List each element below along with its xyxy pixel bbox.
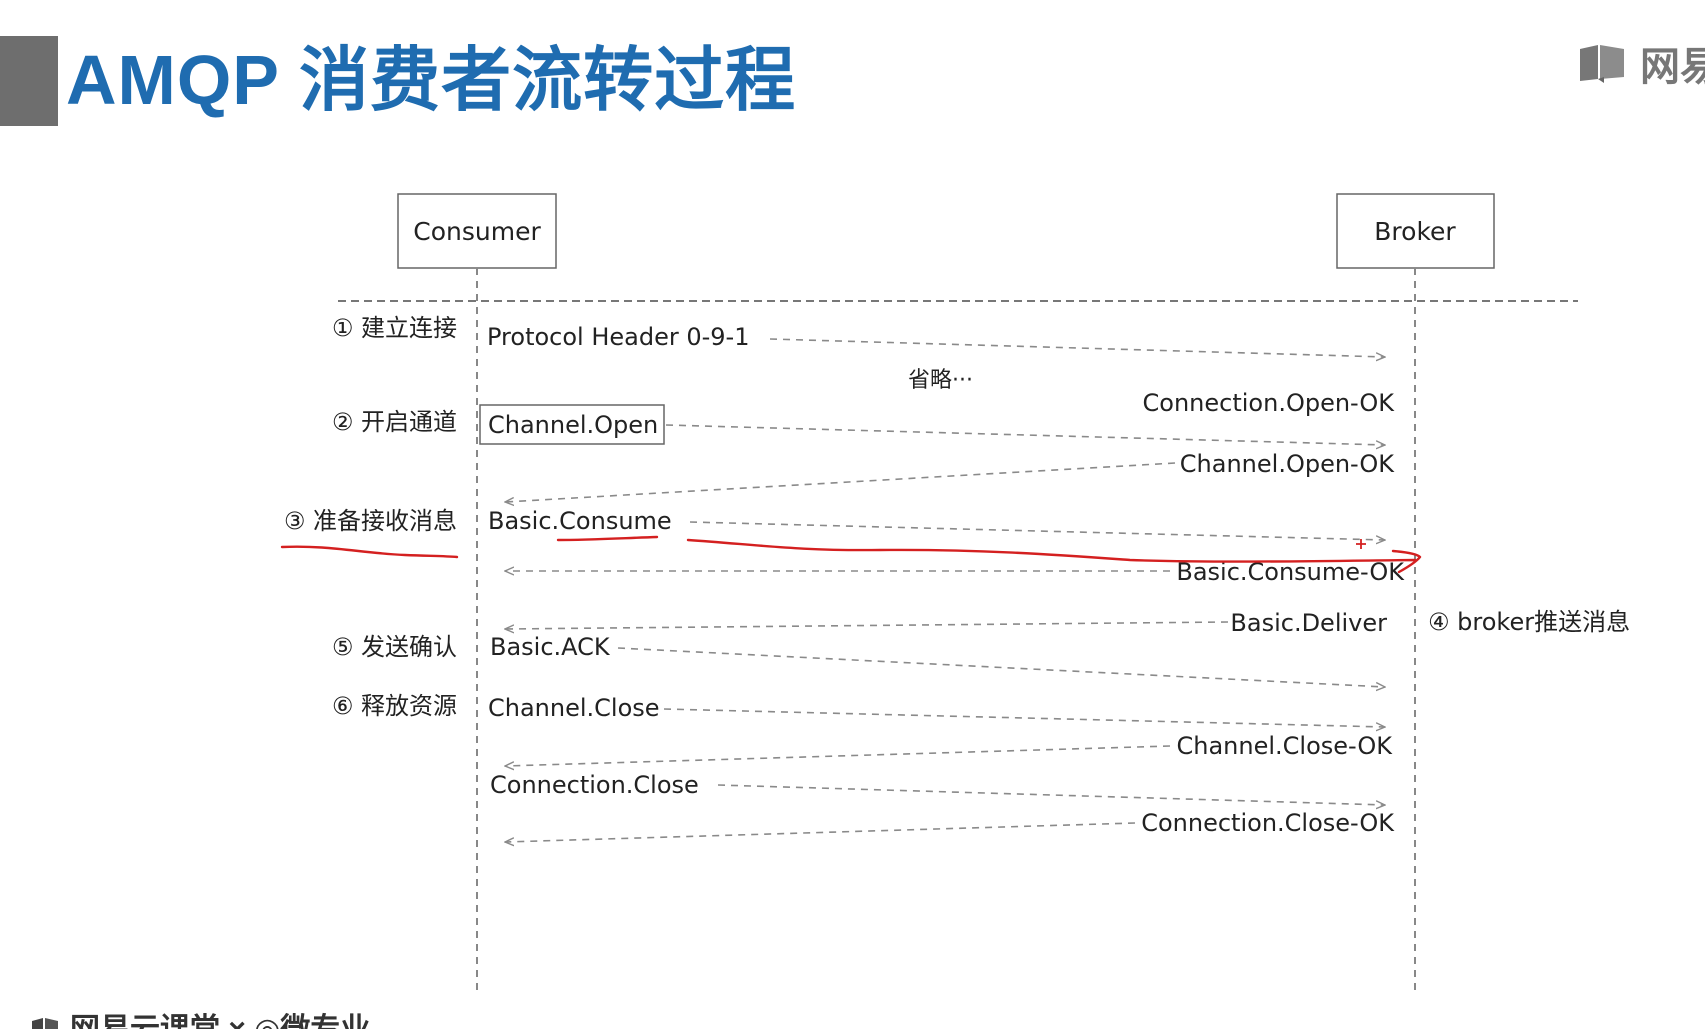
message-connection-close-ok: Connection.Close-OK [1141, 809, 1395, 837]
footer-text: 网易云课堂 × ◎微专业 [70, 1008, 370, 1029]
message-connection-close: Connection.Close [490, 771, 699, 799]
arrow-protocol-header [769, 338, 1385, 357]
step-4-label: ④ broker推送消息 [1428, 608, 1630, 636]
message-basic-consume-ok: Basic.Consume-OK [1176, 558, 1405, 586]
step-2-label: ② 开启通道 [332, 408, 457, 436]
step-6-label: ⑥ 释放资源 [332, 692, 457, 720]
footer-branding: 网易云课堂 × ◎微专业 [30, 1008, 370, 1029]
message-protocol-header: Protocol Header 0-9-1 [487, 323, 750, 351]
message-connection-open-ok: Connection.Open-OK [1143, 389, 1396, 417]
message-basic-ack: Basic.ACK [490, 633, 611, 661]
arrow-channel-close [663, 708, 1385, 727]
arrow-basic-deliver [505, 621, 1229, 629]
message-basic-deliver: Basic.Deliver [1230, 609, 1387, 637]
arrow-connection-close-ok [505, 822, 1136, 842]
arrow-basic-consume [689, 521, 1385, 540]
consumer-label: Consumer [413, 217, 541, 246]
book-icon [32, 1018, 58, 1029]
broker-box [1336, 193, 1495, 269]
message-basic-consume: Basic.Consume [488, 507, 672, 535]
annotation-underline-basic-consume [556, 535, 659, 542]
book-icon [1580, 45, 1624, 83]
brand-logo: 网易 [1578, 40, 1705, 89]
message-channel-open-ok: Channel.Open-OK [1180, 450, 1395, 478]
channel-open-box [479, 404, 665, 445]
omitted-note: 省略··· [908, 368, 973, 393]
message-channel-open: Channel.Open [488, 411, 658, 439]
page-title: AMQP 消费者流转过程 [66, 41, 797, 119]
arrow-channel-close-ok [505, 745, 1171, 766]
arrow-channel-open [665, 424, 1385, 445]
step-3-label: ③ 准备接收消息 [284, 507, 457, 535]
arrow-channel-open-ok [505, 462, 1176, 502]
title-accent-bar [0, 36, 58, 126]
annotation-plus-mark [1356, 539, 1366, 549]
message-channel-close: Channel.Close [488, 694, 660, 722]
annotation-arrow-to-broker [686, 538, 1422, 574]
arrow-connection-close [717, 784, 1385, 805]
consumer-box [397, 193, 557, 269]
broker-label: Broker [1374, 217, 1456, 246]
step-1-label: ① 建立连接 [332, 314, 457, 342]
annotation-underline-step-3 [280, 545, 459, 559]
message-channel-close-ok: Channel.Close-OK [1177, 732, 1394, 760]
brand-text: 网易 [1640, 45, 1705, 89]
arrow-basic-ack [617, 647, 1385, 687]
step-5-label: ⑤ 发送确认 [332, 633, 457, 661]
